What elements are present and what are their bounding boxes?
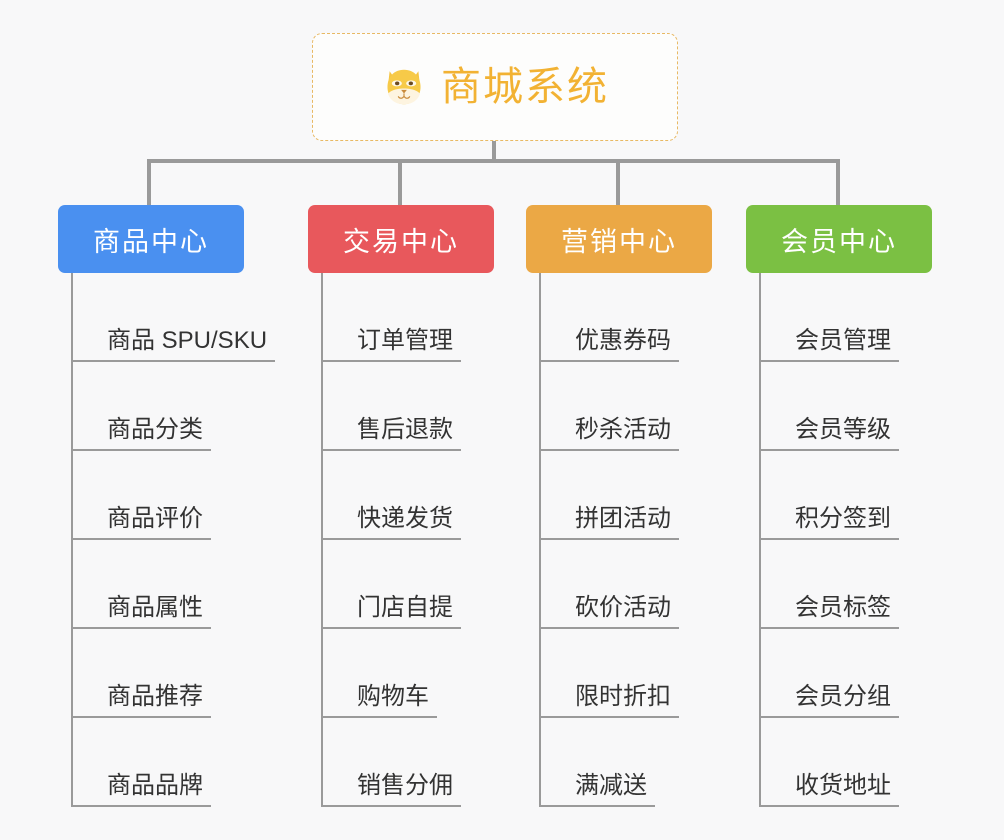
- leaf-item[interactable]: 商品品牌: [73, 718, 275, 807]
- category-header-0[interactable]: 商品中心: [58, 205, 244, 273]
- connector-drop-1: [398, 161, 402, 207]
- leaf-label: 商品分类: [107, 415, 203, 443]
- leaf-item[interactable]: 商品属性: [73, 540, 275, 629]
- category-column-1: 交易中心 订单管理 售后退款 快递发货 门店自提 购物车 销售分佣: [308, 205, 494, 807]
- category-label-0: 商品中心: [93, 226, 209, 257]
- leaf-list-2: 优惠券码 秒杀活动 拼团活动 砍价活动 限时折扣 满减送: [539, 273, 712, 807]
- category-header-2[interactable]: 营销中心: [526, 205, 712, 273]
- connector-root-stem: [492, 141, 496, 162]
- root-title: 商城系统: [441, 65, 609, 109]
- category-column-3: 会员中心 会员管理 会员等级 积分签到 会员标签 会员分组 收货地址: [746, 205, 932, 807]
- category-column-2: 营销中心 优惠券码 秒杀活动 拼团活动 砍价活动 限时折扣 满减送: [526, 205, 712, 807]
- leaf-label: 商品评价: [107, 504, 203, 532]
- leaf-label: 秒杀活动: [575, 415, 671, 443]
- leaf-label: 商品属性: [107, 593, 203, 621]
- leaf-item[interactable]: 优惠券码: [541, 273, 712, 362]
- category-header-1[interactable]: 交易中心: [308, 205, 494, 273]
- leaf-label: 优惠券码: [575, 326, 671, 354]
- leaf-label: 会员标签: [795, 593, 891, 621]
- leaf-item[interactable]: 积分签到: [761, 451, 932, 540]
- leaf-label: 商品推荐: [107, 682, 203, 710]
- connector-drop-0: [147, 161, 151, 207]
- leaf-item[interactable]: 订单管理: [323, 273, 494, 362]
- leaf-label: 销售分佣: [357, 771, 453, 799]
- leaf-item[interactable]: 限时折扣: [541, 629, 712, 718]
- leaf-label: 会员分组: [795, 682, 891, 710]
- leaf-item[interactable]: 会员标签: [761, 540, 932, 629]
- leaf-item[interactable]: 会员等级: [761, 362, 932, 451]
- leaf-label: 快递发货: [357, 504, 453, 532]
- leaf-item[interactable]: 收货地址: [761, 718, 932, 807]
- leaf-label: 限时折扣: [575, 682, 671, 710]
- leaf-label: 积分签到: [795, 504, 891, 532]
- leaf-label: 售后退款: [357, 415, 453, 443]
- leaf-item[interactable]: 会员管理: [761, 273, 932, 362]
- leaf-item[interactable]: 快递发货: [323, 451, 494, 540]
- leaf-item[interactable]: 商品分类: [73, 362, 275, 451]
- category-label-1: 交易中心: [343, 226, 459, 257]
- leaf-item[interactable]: 商品评价: [73, 451, 275, 540]
- leaf-label: 商品 SPU/SKU: [107, 326, 268, 354]
- leaf-item[interactable]: 拼团活动: [541, 451, 712, 540]
- leaf-label: 满减送: [575, 771, 647, 799]
- category-label-2: 营销中心: [561, 226, 677, 257]
- category-header-3[interactable]: 会员中心: [746, 205, 932, 273]
- leaf-item[interactable]: 满减送: [541, 718, 712, 807]
- connector-drop-2: [616, 161, 620, 207]
- leaf-list-1: 订单管理 售后退款 快递发货 门店自提 购物车 销售分佣: [321, 273, 494, 807]
- category-column-0: 商品中心 商品 SPU/SKU 商品分类 商品评价 商品属性 商品推荐 商品品牌: [58, 205, 276, 807]
- category-label-3: 会员中心: [781, 226, 897, 257]
- leaf-item[interactable]: 购物车: [323, 629, 494, 718]
- connector-drop-3: [836, 161, 840, 207]
- leaf-item[interactable]: 秒杀活动: [541, 362, 712, 451]
- root-node[interactable]: 商城系统: [312, 33, 678, 141]
- leaf-item[interactable]: 门店自提: [323, 540, 494, 629]
- leaf-item[interactable]: 商品推荐: [73, 629, 275, 718]
- leaf-label: 商品品牌: [107, 771, 203, 799]
- leaf-item[interactable]: 销售分佣: [323, 718, 494, 807]
- shiba-dog-face-icon: [387, 69, 421, 105]
- leaf-item[interactable]: 砍价活动: [541, 540, 712, 629]
- leaf-label: 收货地址: [795, 771, 891, 799]
- leaf-list-3: 会员管理 会员等级 积分签到 会员标签 会员分组 收货地址: [759, 273, 932, 807]
- leaf-label: 拼团活动: [575, 504, 671, 532]
- leaf-item[interactable]: 会员分组: [761, 629, 932, 718]
- leaf-label: 门店自提: [357, 593, 453, 621]
- leaf-label: 会员管理: [795, 326, 891, 354]
- leaf-label: 购物车: [357, 682, 429, 710]
- connector-horizontal-bus: [147, 159, 840, 163]
- leaf-item[interactable]: 商品 SPU/SKU: [73, 273, 276, 362]
- leaf-label: 会员等级: [795, 415, 891, 443]
- leaf-item[interactable]: 售后退款: [323, 362, 494, 451]
- leaf-list-0: 商品 SPU/SKU 商品分类 商品评价 商品属性 商品推荐 商品品牌: [71, 273, 276, 807]
- leaf-label: 订单管理: [357, 326, 453, 354]
- leaf-label: 砍价活动: [575, 593, 671, 621]
